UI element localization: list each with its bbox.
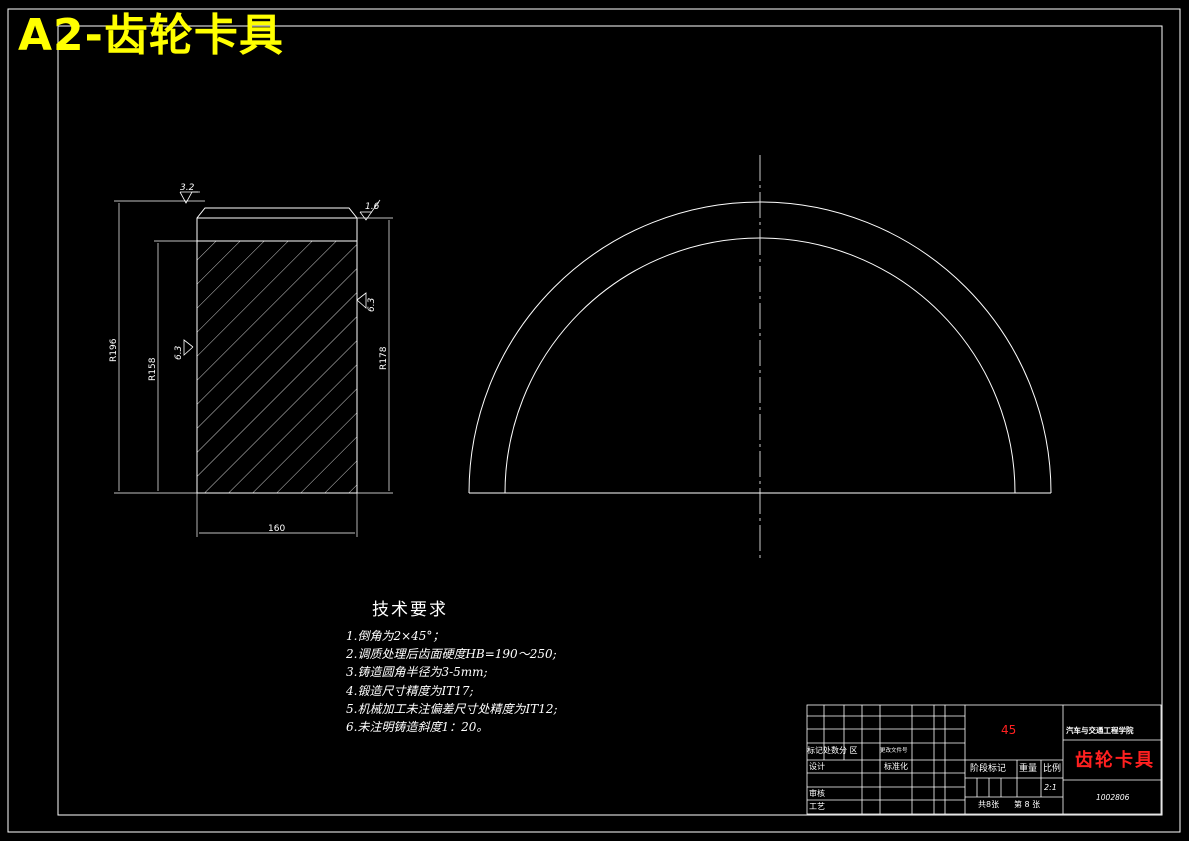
tech-requirement-item: 3.铸造圆角半径为3-5mm;	[346, 665, 488, 680]
inner-border	[57, 25, 1163, 816]
sheet-number-label: 第 8 张	[1014, 800, 1041, 809]
drawing-number: 1002806	[1096, 793, 1130, 802]
design-label: 设计	[809, 762, 825, 771]
dim-right-label: R178	[379, 346, 389, 370]
dim-left-outer-label: R196	[109, 338, 119, 362]
roughness-symbol-top-left: 3.2	[179, 183, 200, 204]
svg-text:1.6: 1.6	[365, 202, 380, 212]
change-doc-label: 更改文件号	[880, 748, 908, 754]
tech-requirements-list: 1.倒角为2×45°； 2.调质处理后齿面硬度HB=190～250; 3.铸造圆…	[346, 627, 558, 736]
tech-requirement-item: 6.未注明铸造斜度1：20。	[346, 720, 489, 735]
stage-mark-label: 阶段标记	[970, 764, 1007, 774]
scale-label: 比例	[1043, 764, 1062, 774]
revision-label: 标记处数分 区	[807, 746, 858, 755]
standardization-label: 标准化	[884, 762, 908, 771]
svg-text:6.3: 6.3	[174, 345, 184, 360]
dim-left-inner-label: R158	[148, 357, 158, 381]
part-name: 齿轮卡具	[1075, 750, 1155, 771]
title-block	[806, 704, 1162, 815]
section-view: 160 R196 R158 R178 3.2 1.6 6.3 6.3	[109, 183, 393, 537]
roughness-symbol-side-right: 6.3	[356, 292, 377, 312]
sheet-total-label: 共8张	[978, 800, 1000, 809]
weight-label: 重量	[1019, 764, 1038, 774]
dim-width-label: 160	[268, 524, 285, 534]
tech-requirement-item: 5.机械加工未注偏差尺寸处精度为IT12;	[346, 701, 558, 716]
tech-requirements-title: 技术要求	[372, 600, 448, 620]
roughness-symbol-top-right: 1.6	[359, 199, 381, 221]
svg-text:6.3: 6.3	[367, 297, 377, 312]
roughness-symbol-side-left: 6.3	[174, 339, 194, 360]
ring-view	[468, 155, 1052, 562]
section-outline	[196, 207, 358, 493]
scale-value: 2:1	[1044, 783, 1057, 792]
svg-text:3.2: 3.2	[180, 183, 195, 193]
material-value: 45	[1001, 723, 1017, 737]
outer-border	[7, 8, 1181, 833]
tech-requirement-item: 1.倒角为2×45°；	[346, 629, 445, 643]
tech-requirement-item: 4.锻造尺寸精度为IT17;	[346, 683, 474, 698]
sheet-title: A2-齿轮卡具	[18, 10, 284, 61]
school-name: 汽车与交通工程学院	[1066, 726, 1134, 735]
tech-requirement-item: 2.调质处理后齿面硬度HB=190～250;	[346, 647, 557, 662]
hatched-section	[197, 241, 357, 493]
process-label: 工艺	[809, 802, 825, 811]
check-label: 审核	[809, 789, 825, 798]
